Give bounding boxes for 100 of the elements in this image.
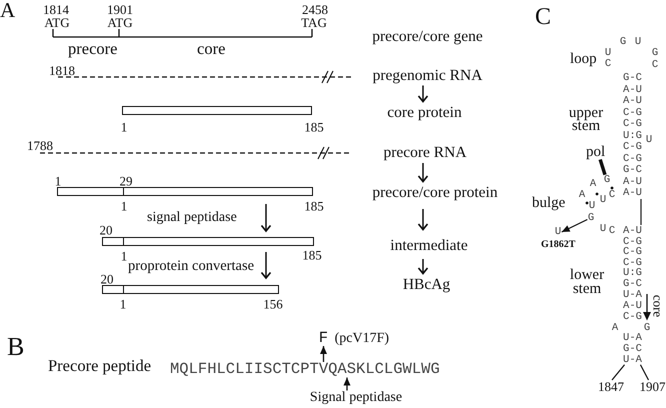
nucleotide: A <box>612 322 618 333</box>
sequence-title: Precore peptide <box>48 358 152 374</box>
nucleotide: U <box>554 226 562 238</box>
base-pair: A-U <box>623 300 642 312</box>
codon-label: ATG <box>107 16 133 29</box>
arrow <box>320 346 327 362</box>
residue-number: 185 <box>302 248 322 262</box>
arrow <box>260 252 272 279</box>
arrow <box>418 259 428 274</box>
base-pair: U:G <box>623 130 642 141</box>
base-pair: U-A <box>623 332 642 344</box>
nucleotide: C <box>608 226 616 236</box>
codon-label: ATG <box>44 16 70 29</box>
leader-line <box>612 364 625 380</box>
base-pair: C-G <box>623 107 642 118</box>
nucleotide: C <box>652 60 658 70</box>
base-pair: C-G <box>623 236 642 247</box>
transcript-start-position: 1788 <box>27 139 53 152</box>
leader-line <box>598 158 607 176</box>
nucleotide: U <box>600 194 606 206</box>
base-pair: G-C <box>623 343 642 354</box>
structure-label: bulge <box>532 196 566 211</box>
arrow-label: core <box>652 294 664 318</box>
base-pair: A-U <box>623 226 642 236</box>
nucleotide: G <box>588 212 594 224</box>
nucleotide-position: 1847 <box>598 380 624 393</box>
protein-bar <box>102 285 279 294</box>
region-label: precore <box>68 41 118 58</box>
panel-label: A <box>0 0 16 21</box>
base-pair: C-G <box>623 257 642 268</box>
panel-label: C <box>535 5 552 29</box>
residue-number: 1 <box>120 120 128 133</box>
flow-step-label: core protein <box>387 104 462 120</box>
enzyme-label: signal peptidase <box>147 210 237 224</box>
arrow <box>561 218 588 233</box>
residue-number: 20 <box>100 224 112 236</box>
nucleotide: A <box>590 178 596 190</box>
nucleotide: A <box>578 190 586 200</box>
nucleotide: U <box>588 200 596 212</box>
nucleotide: G <box>604 174 610 186</box>
residue-number: 185 <box>304 200 324 212</box>
enzyme-label: proprotein convertase <box>128 259 254 274</box>
nucleotide: U <box>604 48 612 58</box>
gene-label: precore/core gene <box>372 28 483 44</box>
base-pair: A-U <box>623 84 642 95</box>
arrow <box>344 378 350 390</box>
nucleotide-position: 2458 <box>302 3 328 16</box>
protein-bar <box>57 187 313 196</box>
base-pair: A-U <box>623 176 642 187</box>
residue-number: 1 <box>54 174 62 188</box>
structure-label: upper stem <box>568 107 604 133</box>
transcript-start-position: 1818 <box>49 64 75 76</box>
region-label: core <box>197 41 226 58</box>
nucleotide: C <box>604 58 612 70</box>
base-pair: C-G <box>623 153 642 164</box>
residue-number: 1 <box>120 250 128 262</box>
base-pair: U-A <box>623 290 642 300</box>
flow-step-label: precore/core protein <box>372 184 498 200</box>
nucleotide-position: 1901 <box>107 3 133 16</box>
nucleotide: U <box>600 224 606 234</box>
flow-step-label: precore RNA <box>383 144 467 160</box>
base-pair: A-U <box>623 188 642 198</box>
arrow <box>418 86 428 102</box>
base-pair: U-A <box>623 354 642 365</box>
site-label: pol <box>586 144 606 160</box>
mutation-label: G1862T <box>541 240 576 250</box>
flow-step-label: HBcAg <box>402 276 450 292</box>
residue-number: 1 <box>120 200 128 212</box>
base-pair: G-C <box>623 278 642 289</box>
nucleotide: U <box>634 36 642 48</box>
flow-step-label: pregenomic RNA <box>372 68 482 84</box>
arrow <box>418 209 428 230</box>
structure-label: loop <box>570 52 597 67</box>
nucleotide: G <box>652 48 658 58</box>
base-pair: U:G <box>623 268 642 278</box>
base-pair: G-C <box>623 72 642 84</box>
peptide-sequence: MQLFHLCLIISCTCPTVQASKLCLGWLWG <box>170 362 440 378</box>
nucleotide-position: 1814 <box>43 3 69 16</box>
nucleotide: C <box>608 190 616 200</box>
residue-number: 156 <box>263 298 283 310</box>
mutation-label: (pcV17F) <box>334 332 390 346</box>
arrow <box>260 204 272 232</box>
residue-number: 185 <box>304 120 324 133</box>
nucleotide-position: 1907 <box>640 380 666 393</box>
base-pair: C-G <box>623 246 642 258</box>
panel-label: B <box>7 334 24 360</box>
nucleotide: G <box>644 322 650 334</box>
cleavage-site-label: Signal peptidase <box>310 390 402 404</box>
protein-bar <box>122 106 312 115</box>
base-pair: A-U <box>623 96 642 106</box>
flow-step-label: intermediate <box>390 238 468 253</box>
base-pair: G-C <box>623 164 642 176</box>
nucleotide: U <box>646 134 652 146</box>
arrow <box>418 163 428 182</box>
mutant-residue: F <box>318 330 328 346</box>
codon-label: TAG <box>301 16 327 29</box>
base-pair: C-G <box>623 142 642 152</box>
residue-number: 29 <box>120 174 132 188</box>
residue-number: 20 <box>100 272 114 286</box>
structure-label: lower stem <box>568 268 606 296</box>
